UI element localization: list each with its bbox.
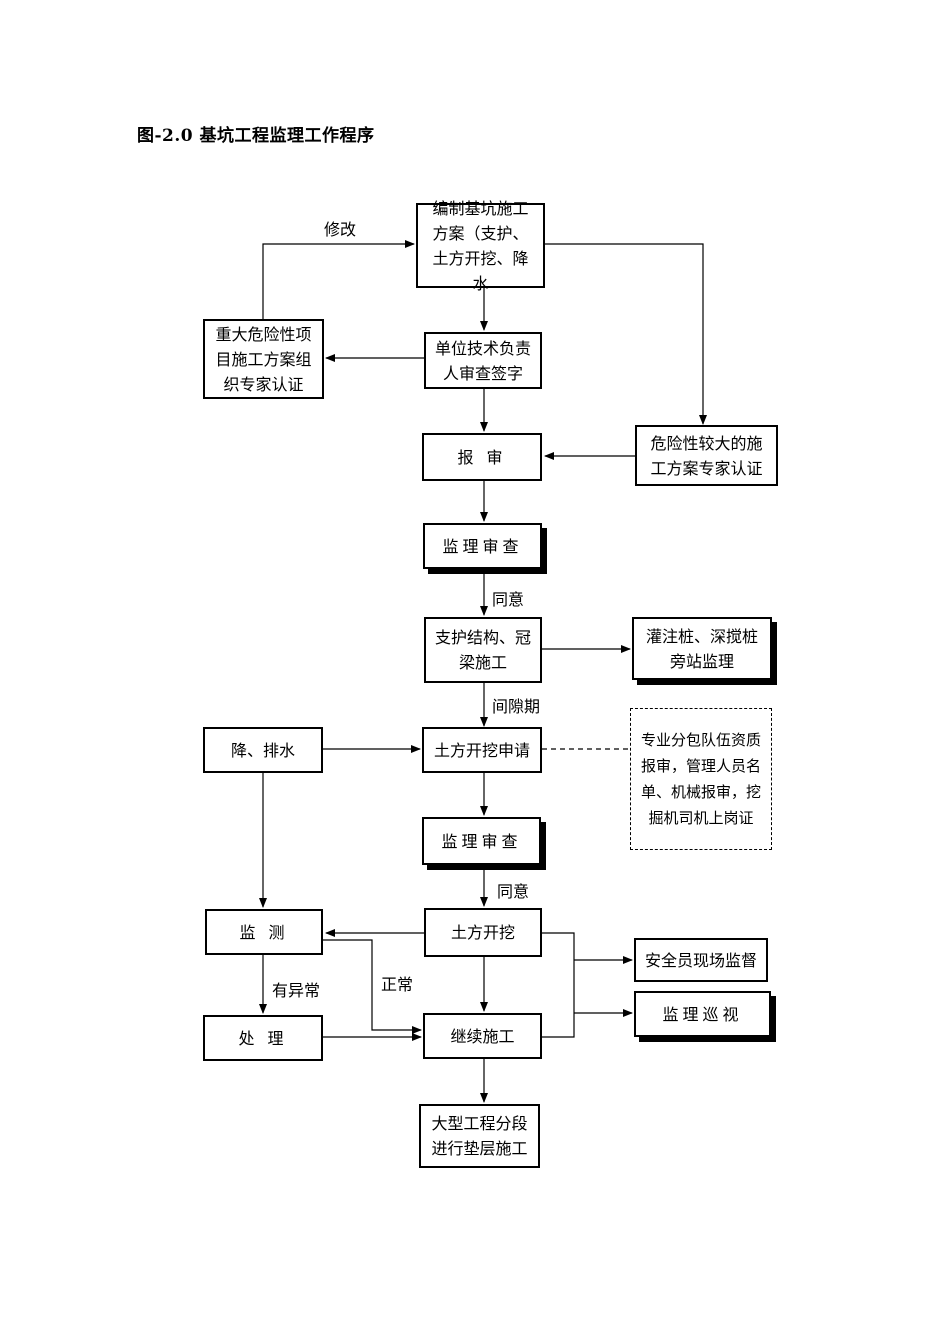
node-excavation-apply: 土方开挖申请 xyxy=(422,727,542,773)
node-pile: 灌注桩、深搅桩旁站监理 xyxy=(632,617,772,680)
node-safety: 安全员现场监督 xyxy=(634,938,768,982)
label-agree-1: 同意 xyxy=(492,590,525,609)
node-major-expert: 重大危险性项目施工方案组织专家认证 xyxy=(203,319,324,399)
node-qualification: 专业分包队伍资质报审，管理人员名单、机械报审，挖掘机司机上岗证 xyxy=(630,708,772,850)
node-handle: 处 理 xyxy=(203,1015,323,1061)
arrow-modify xyxy=(262,240,415,319)
node-support: 支护结构、冠梁施工 xyxy=(424,617,542,683)
arrow-normal xyxy=(323,939,422,1034)
node-submit: 报 审 xyxy=(422,433,542,481)
node-monitor: 监 测 xyxy=(205,909,323,955)
node-plan: 编制基坑施工方案（支护、土方开挖、降水 xyxy=(416,199,545,293)
arrow-plan-to-danger xyxy=(545,243,707,425)
node-review-1: 监理审查 xyxy=(423,523,542,569)
node-review-2: 监理审查 xyxy=(422,817,541,865)
node-excavate: 土方开挖 xyxy=(424,908,542,957)
label-modify: 修改 xyxy=(324,220,357,239)
label-interval: 间隙期 xyxy=(492,697,541,716)
node-dewater: 降、排水 xyxy=(203,727,323,773)
node-danger-expert: 危险性较大的施工方案专家认证 xyxy=(635,425,778,486)
label-agree-2: 同意 xyxy=(497,882,530,901)
label-abnormal: 有异常 xyxy=(272,981,321,1000)
label-normal: 正常 xyxy=(381,975,414,994)
node-large-project: 大型工程分段进行垫层施工 xyxy=(419,1104,540,1168)
diagram-title: 图-2.0 基坑工程监理工作程序 xyxy=(137,126,375,146)
node-tech-sign: 单位技术负责人审查签字 xyxy=(424,332,542,389)
node-patrol: 监理巡视 xyxy=(634,991,771,1037)
node-continue: 继续施工 xyxy=(423,1013,542,1059)
bracket-right xyxy=(542,932,575,1038)
